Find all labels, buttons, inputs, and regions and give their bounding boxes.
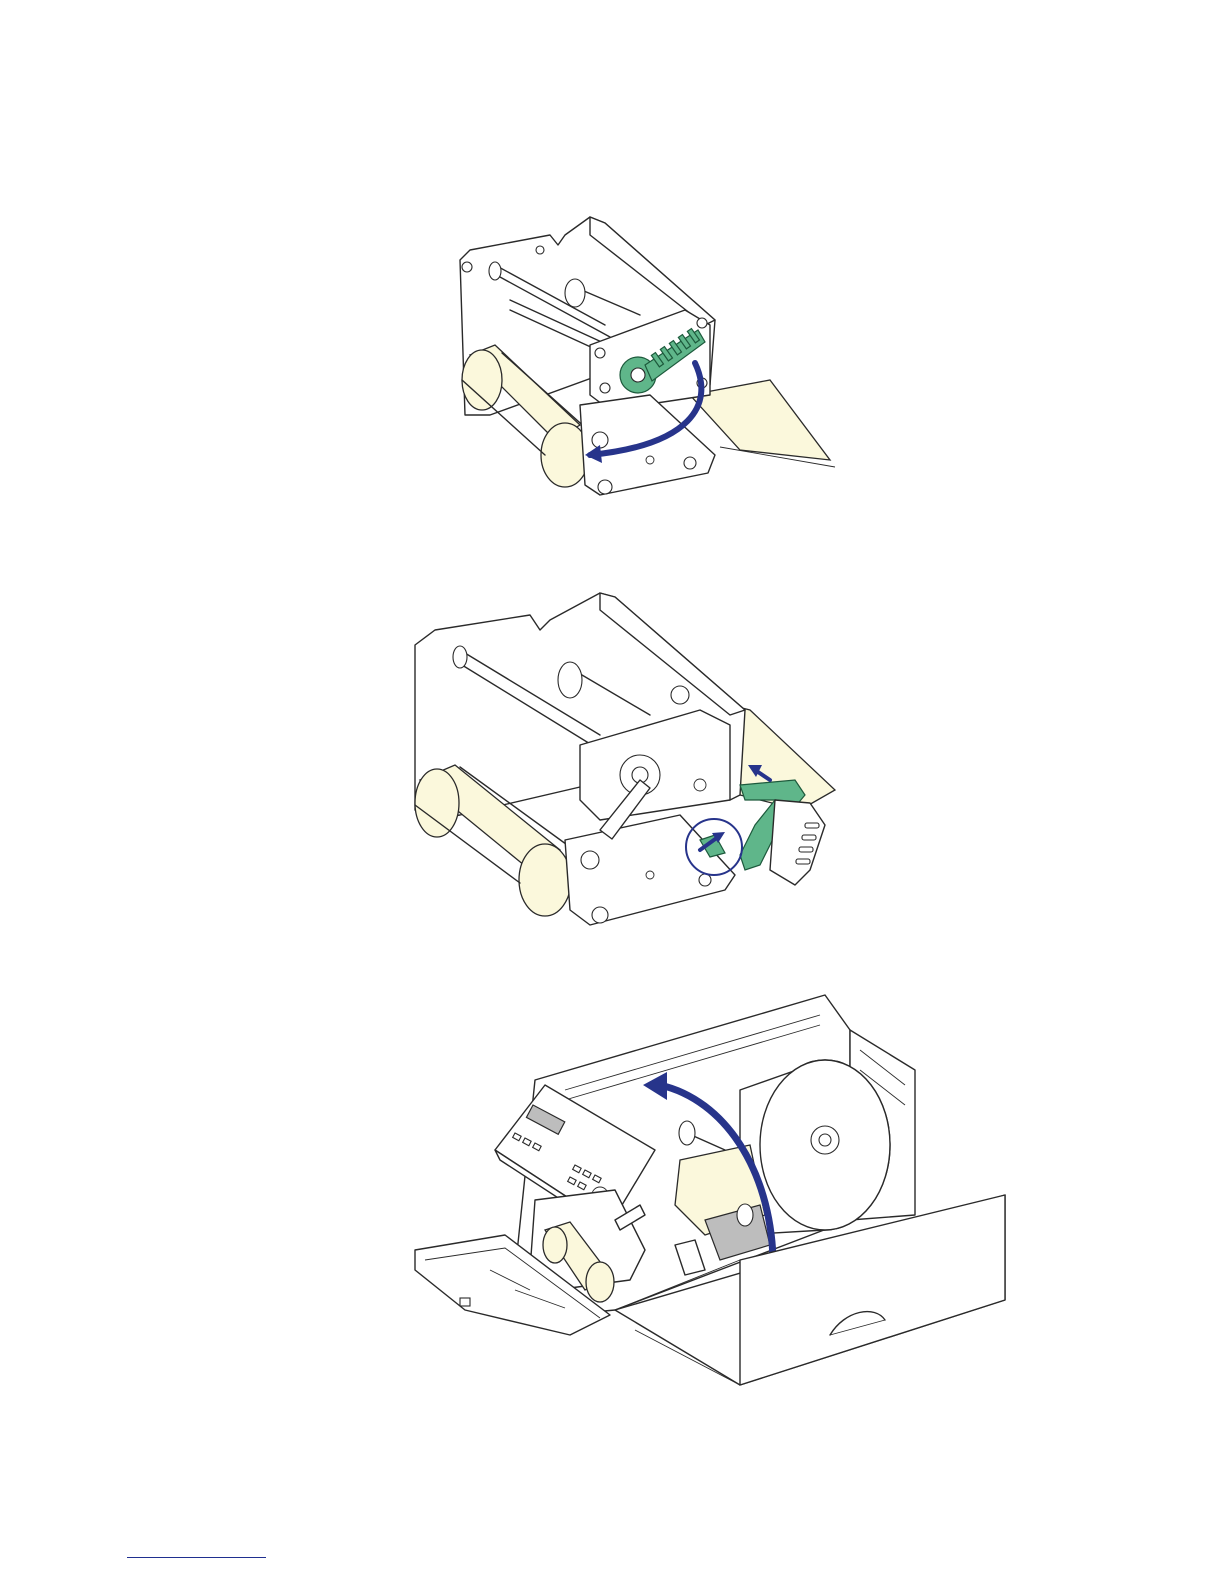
figure-label-guide <box>400 585 850 935</box>
printhead-lever-rotate-illustration <box>440 205 840 505</box>
label-guide-adjust-illustration <box>400 585 850 935</box>
printer-cover-open-illustration <box>405 990 1015 1390</box>
figure-printer-open <box>405 990 1015 1390</box>
footer-rule <box>127 1557 266 1558</box>
figure-printhead-lever <box>440 205 840 505</box>
